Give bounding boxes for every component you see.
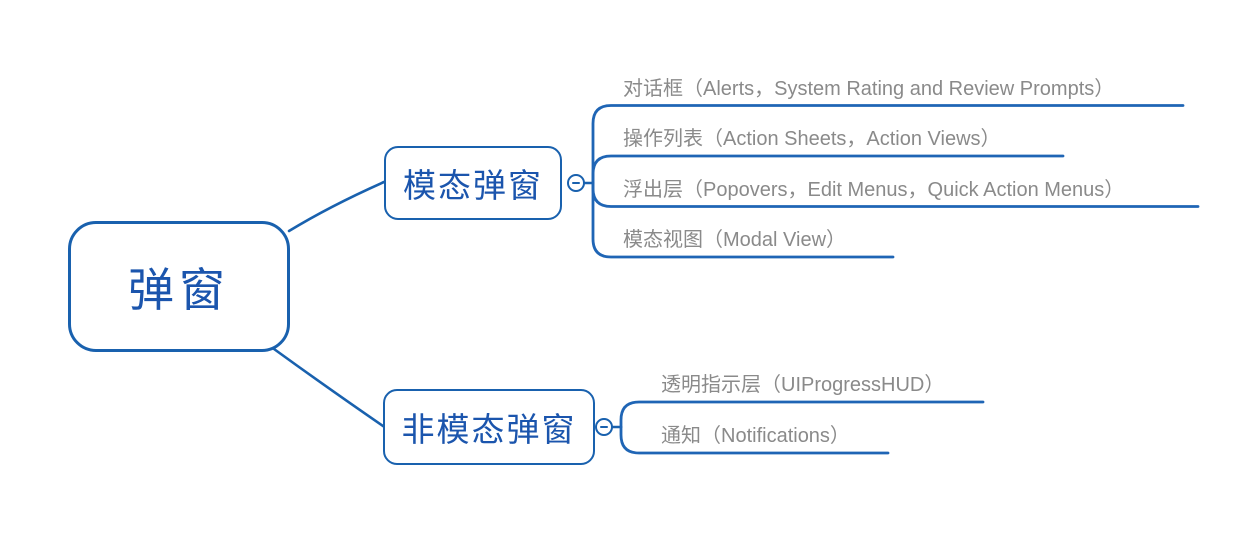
topic-nonmodal-popup[interactable]: 非模态弹窗 xyxy=(383,389,595,465)
connector-dialog xyxy=(591,104,1185,185)
topic-modal-popup[interactable]: 模态弹窗 xyxy=(384,146,562,220)
minus-icon xyxy=(572,182,580,184)
collapse-button-modal[interactable] xyxy=(567,174,585,192)
connector-action-sheet xyxy=(591,154,1065,185)
connector-hud xyxy=(619,400,985,429)
connector-notification xyxy=(619,425,890,455)
minus-icon xyxy=(600,426,608,428)
leaf-topic-action-sheet[interactable]: 操作列表（Action Sheets，Action Views） xyxy=(623,128,1001,150)
root-topic-popup[interactable]: 弹窗 xyxy=(68,221,290,352)
leaf-topic-dialog[interactable]: 对话框（Alerts，System Rating and Review Prom… xyxy=(623,78,1115,100)
leaf-topic-notification[interactable]: 通知（Notifications） xyxy=(661,425,850,447)
collapse-button-nonmodal[interactable] xyxy=(595,418,613,436)
link-root-to-modal xyxy=(287,180,386,233)
leaf-topic-popover[interactable]: 浮出层（Popovers，Edit Menus，Quick Action Men… xyxy=(623,179,1125,201)
leaf-topic-progress-hud[interactable]: 透明指示层（UIProgressHUD） xyxy=(661,374,945,396)
link-root-to-nonmodal xyxy=(272,347,385,428)
leaf-topic-modal-view[interactable]: 模态视图（Modal View） xyxy=(623,229,847,251)
connector-modal-view xyxy=(591,181,895,259)
